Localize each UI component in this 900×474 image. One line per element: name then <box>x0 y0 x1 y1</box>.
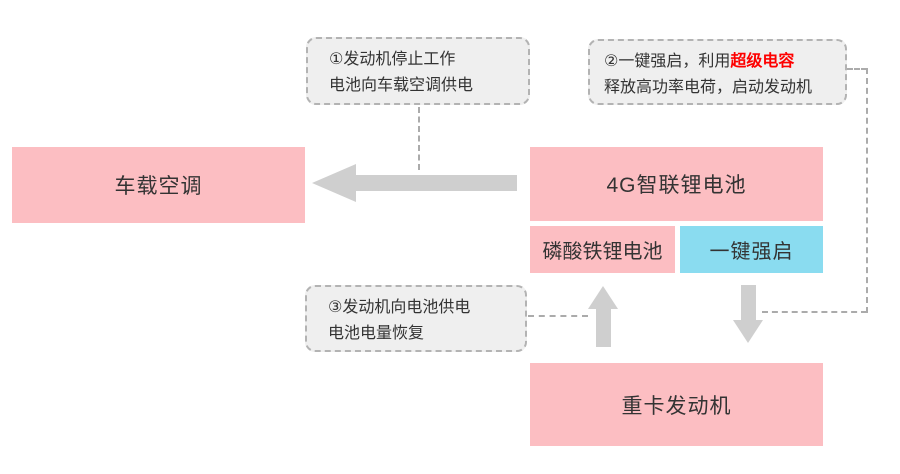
note-force-start-supercap: ②一键强启，利用超级电容 释放高功率电荷，启动发动机 <box>588 39 847 105</box>
connector-note2-segment-1 <box>847 68 867 70</box>
note-line: 电池电量恢复 <box>328 324 425 342</box>
connector-note3-to-arrow <box>528 315 588 317</box>
connector-note1-to-arrow <box>418 107 420 170</box>
node-label: 一键强启 <box>709 241 794 263</box>
connector-note2-segment-2 <box>866 68 868 313</box>
note-line: ①发动机停止工作 <box>329 51 456 68</box>
node-heavy-truck-engine: 重卡发动机 <box>530 363 823 446</box>
node-vehicle-ac: 车载空调 <box>12 147 305 223</box>
arrow-battery-to-ac-head <box>312 164 356 202</box>
arrow-forcestart-to-engine-head <box>733 320 763 343</box>
note-line: ③发动机向电池供电 <box>328 299 471 316</box>
node-one-key-force-start: 一键强启 <box>680 226 823 273</box>
node-label: 车载空调 <box>114 175 203 198</box>
supercapacitor-highlight: 超级电容 <box>730 53 795 70</box>
note-line: 释放高功率电荷，启动发动机 <box>604 78 813 96</box>
note-line: 电池向车载空调供电 <box>329 76 474 94</box>
arrow-engine-to-battery <box>596 308 611 347</box>
note-engine-stopped: ①发动机停止工作 电池向车载空调供电 <box>306 37 530 105</box>
node-lifepo4-battery: 磷酸铁锂电池 <box>530 226 675 273</box>
note-line: ②一键强启，利用超级电容 <box>604 53 795 70</box>
node-label: 重卡发动机 <box>621 394 732 418</box>
note-engine-charges-battery: ③发动机向电池供电 电池电量恢复 <box>305 285 527 352</box>
arrow-forcestart-to-engine <box>741 285 756 321</box>
connector-note2-segment-3 <box>762 311 867 313</box>
arrow-battery-to-ac <box>355 175 517 191</box>
node-label: 磷酸铁锂电池 <box>542 241 663 263</box>
node-label: 4G智联锂电池 <box>606 174 747 197</box>
arrow-engine-to-battery-head <box>588 286 618 309</box>
node-4g-lithium-battery: 4G智联锂电池 <box>530 147 823 221</box>
